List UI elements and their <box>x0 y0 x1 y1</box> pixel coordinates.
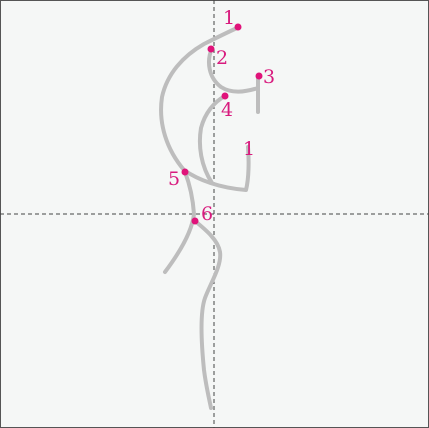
point-5-dot <box>181 168 189 176</box>
point-2-dot <box>207 45 215 53</box>
point-3: 3 <box>255 66 275 88</box>
outer-arc-stroke <box>159 26 251 192</box>
point-1-dot <box>234 23 242 31</box>
stroke-counter-label: 1 <box>243 138 255 160</box>
point-4: 4 <box>221 92 233 121</box>
point-6: 6 <box>191 203 213 225</box>
numbered-points: 1 2 3 4 5 6 <box>168 7 275 225</box>
point-3-label: 3 <box>263 66 275 88</box>
point-6-dot <box>191 217 199 225</box>
spine-stroke <box>193 219 223 410</box>
point-5-label: 5 <box>168 168 180 190</box>
upper-hook-stroke <box>207 46 260 114</box>
glyph-strokes <box>159 26 260 410</box>
point-1: 1 <box>223 7 242 31</box>
point-1-label: 1 <box>223 7 235 29</box>
point-2: 2 <box>207 45 228 69</box>
point-5: 5 <box>168 168 189 190</box>
point-2-label: 2 <box>216 47 228 69</box>
inner-curve-stroke <box>197 94 227 185</box>
point-4-label: 4 <box>221 99 233 121</box>
point-6-label: 6 <box>201 203 213 225</box>
point-3-dot <box>255 72 263 80</box>
point-4-dot <box>221 92 229 100</box>
left-descender-stroke <box>163 170 196 274</box>
